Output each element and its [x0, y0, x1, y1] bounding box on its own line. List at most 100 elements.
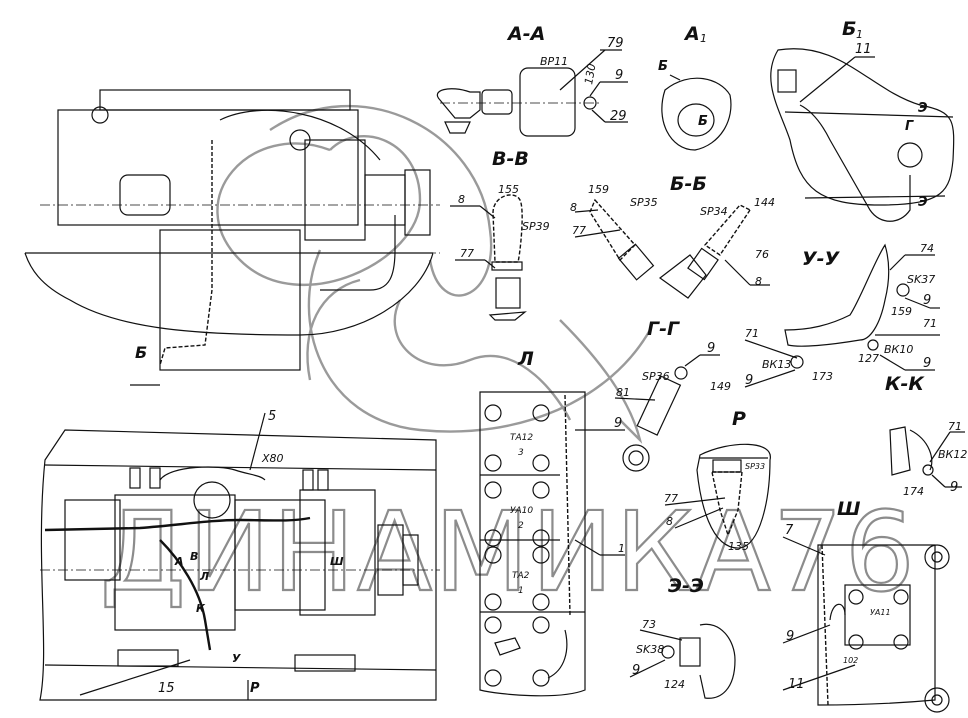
label-l-top: Л [199, 570, 209, 583]
label-3: 3 [518, 448, 524, 458]
label-a-top: А [174, 555, 184, 568]
title-a1: А [683, 23, 700, 45]
section-e-e [629, 623, 736, 699]
label-77-vv: 77 [460, 247, 474, 260]
label-124: 124 [664, 678, 685, 691]
title-b-b: Б-Б [670, 173, 707, 195]
label-71-uu2: 71 [745, 327, 759, 340]
label-15: 15 [158, 681, 175, 696]
label-144: 144 [754, 196, 775, 209]
section-k-k [889, 426, 965, 488]
view-b1-detail [770, 48, 955, 222]
section-a-a [436, 49, 628, 137]
label-b-a1-inner: Б [698, 114, 708, 129]
label-p: Р [250, 681, 260, 696]
section-u-u [744, 243, 940, 388]
view-a1 [661, 74, 732, 151]
title-r: Р [732, 408, 746, 430]
label-bp11: ВР11 [540, 55, 568, 68]
watermark-text: ДИНАМИКА76 [100, 488, 917, 616]
label-159-uu: 159 [891, 305, 912, 318]
label-11-sh: 11 [788, 677, 805, 692]
title-v-v: В-В [492, 148, 529, 170]
label-9-sh: 9 [786, 629, 794, 644]
label-9-aa: 9 [615, 68, 623, 83]
view-sh [782, 536, 950, 713]
section-b-b [574, 198, 770, 299]
label-29: 29 [610, 109, 627, 124]
label-sp39: SP39 [522, 220, 550, 233]
label-ya11: УА11 [870, 608, 891, 617]
label-81: 81 [616, 386, 630, 399]
label-11-b1: 11 [855, 42, 872, 57]
label-135: 135 [728, 540, 749, 553]
label-sh-top: Ш [330, 555, 344, 568]
label-1-l: 1 [518, 586, 524, 596]
label-159-bb: 159 [588, 183, 609, 196]
label-e-top: Э [918, 101, 928, 116]
title-a1-sub: 1 [700, 32, 707, 45]
label-102: 102 [843, 656, 858, 665]
label-b-a1: Б [658, 59, 668, 74]
label-76: 76 [755, 248, 769, 261]
label-9-kk: 9 [950, 480, 958, 495]
label-155: 155 [498, 183, 519, 196]
label-174: 174 [903, 485, 924, 498]
label-ta12: ТА12 [510, 433, 533, 443]
label-sk37: SK37 [907, 273, 935, 286]
label-77-bb: 77 [572, 224, 586, 237]
view-l [479, 391, 625, 697]
label-9-uu2: 9 [923, 356, 931, 371]
title-sh: Ш [837, 498, 861, 520]
label-8-bb2: 8 [755, 275, 762, 288]
label-u-top: У [232, 652, 241, 665]
label-ta2: ТА2 [512, 571, 530, 581]
label-bk12: ВК12 [938, 448, 967, 461]
label-sp36: SP36 [642, 370, 670, 383]
title-b1-sub: 1 [856, 28, 863, 41]
label-1-callout: 1 [618, 542, 625, 555]
label-sp35: SP35 [630, 196, 658, 209]
callout-labels: ВР11 79 130 9 29 Б Б 11 Э Г Э 155 8 SP39… [158, 36, 967, 696]
label-71-uu1: 71 [923, 317, 937, 330]
label-2: 2 [518, 521, 524, 531]
bolt-heads [484, 404, 550, 687]
label-149: 149 [710, 380, 731, 393]
label-173: 173 [812, 370, 833, 383]
label-8-r: 8 [666, 515, 673, 528]
title-k-k: К-К [885, 373, 925, 395]
label-v-top: В [190, 550, 198, 563]
label-sp33: SP33 [745, 462, 765, 471]
label-9-uu1: 9 [923, 293, 931, 308]
side-view-engine: Б [24, 89, 440, 386]
label-e-bottom: Э [918, 195, 928, 210]
title-e-e: Э-Э [668, 575, 704, 597]
label-7: 7 [785, 523, 794, 538]
label-73: 73 [642, 618, 656, 631]
label-9-l: 9 [614, 416, 622, 431]
label-8-vv: 8 [458, 193, 465, 206]
label-ya10: УА10 [510, 506, 533, 516]
title-a-a: А-А [506, 23, 545, 45]
label-k-top: К [196, 602, 206, 615]
title-u-u: У-У [802, 248, 841, 270]
section-v-v [450, 194, 527, 321]
view-r [664, 443, 771, 549]
label-bk13: ВК13 [762, 358, 791, 371]
label-9-uu3: 9 [745, 373, 753, 388]
title-l: Л [517, 348, 534, 370]
label-71-kk: 71 [948, 420, 962, 433]
label-side-b1: Б [135, 343, 147, 362]
label-127: 127 [858, 352, 879, 365]
section-g-g [614, 354, 720, 472]
title-g-g: Г-Г [647, 318, 680, 340]
label-sk38: SK38 [636, 643, 664, 656]
label-sp34: SP34 [700, 205, 728, 218]
top-view-engine [39, 412, 440, 701]
label-x80: X80 [261, 452, 284, 465]
label-g-b1: Г [905, 119, 914, 134]
label-5: 5 [268, 409, 276, 424]
label-8-bb: 8 [570, 201, 577, 214]
label-77-r: 77 [664, 492, 678, 505]
